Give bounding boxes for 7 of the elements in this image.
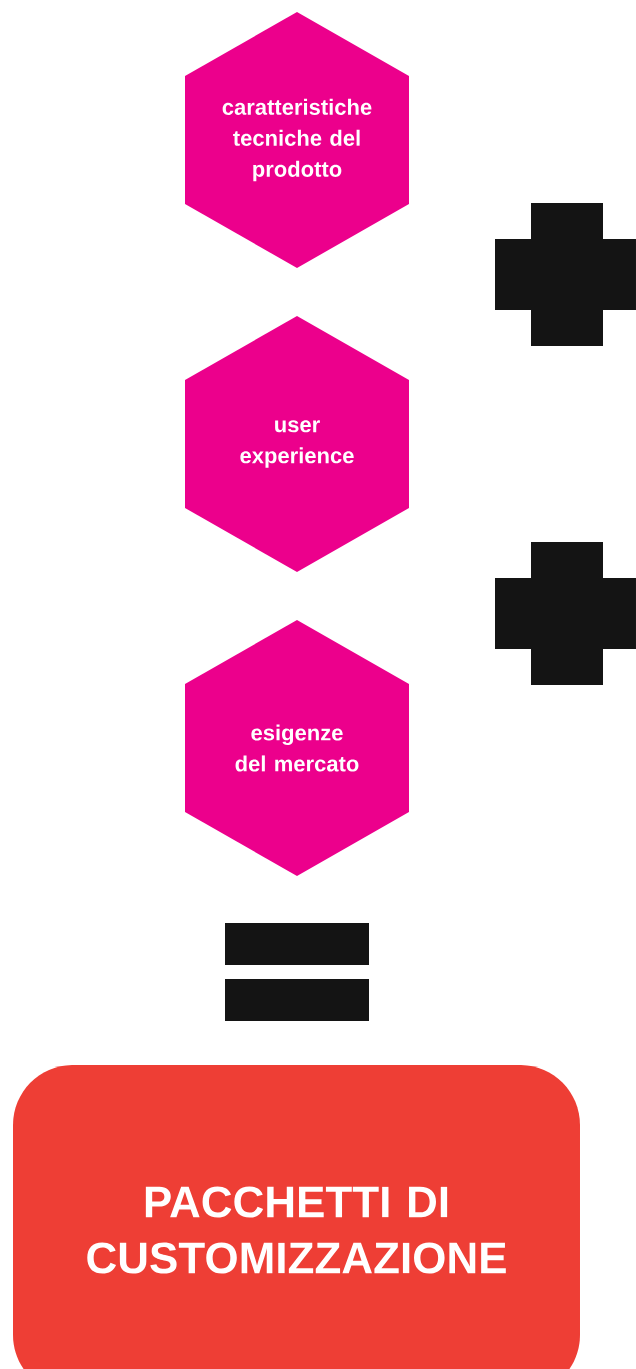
equals-sign (225, 923, 369, 1021)
hexagon: caratteristiche tecniche del prodotto (185, 12, 409, 268)
hexagon: user experience (185, 316, 409, 572)
plus-sign (495, 203, 636, 346)
plus-sign (495, 542, 636, 685)
hexagon: esigenze del mercato (185, 620, 409, 876)
result-box: PACCHETTI DI CUSTOMIZZAZIONE (13, 1065, 580, 1369)
